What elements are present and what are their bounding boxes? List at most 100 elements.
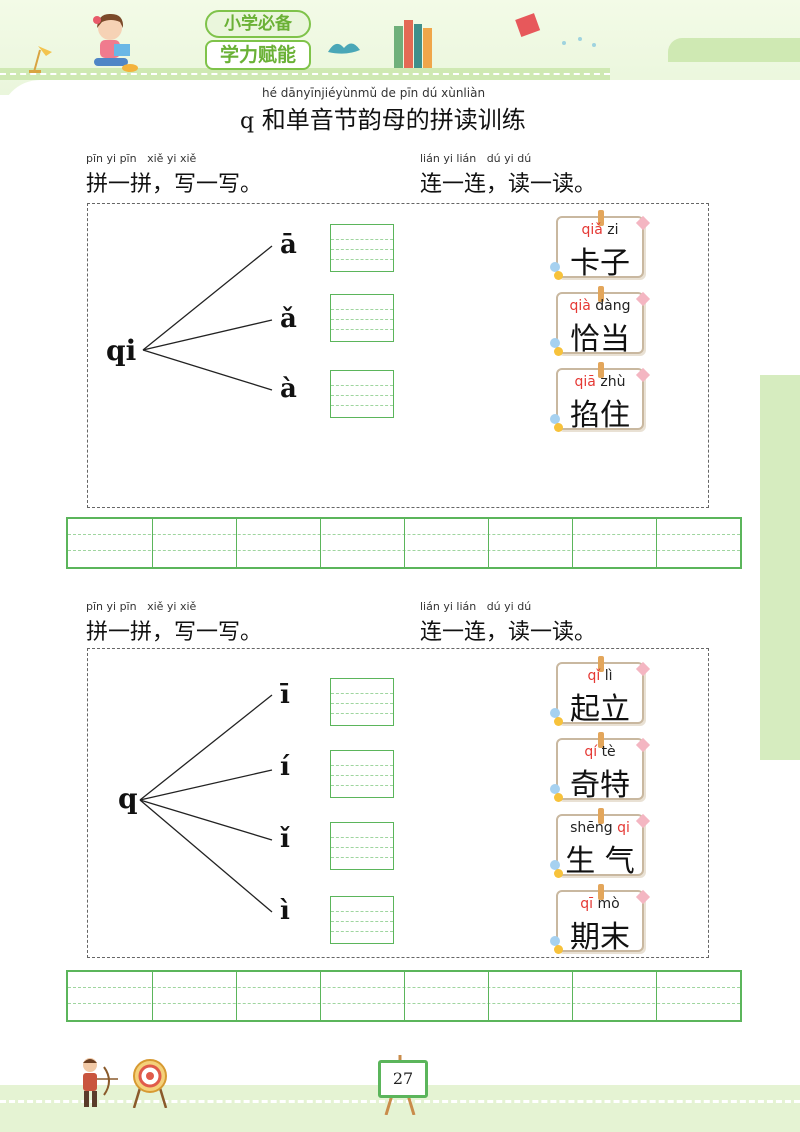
section2-write-box-4[interactable] (330, 896, 394, 944)
card-pinyin: shēng qi (558, 820, 642, 836)
badge-bottom: 学力赋能 (205, 40, 311, 70)
page-title: q 和单音节韵母的拼读训练 (240, 100, 526, 135)
side-tab-decoration (668, 38, 800, 62)
archer-illustration (70, 1055, 120, 1111)
section2-write-box-2[interactable] (330, 750, 394, 798)
section2-word-card-4[interactable]: qī mò 期末 (550, 884, 651, 955)
section2-write-box-3[interactable] (330, 822, 394, 870)
title-text: 和单音节韵母的拼读训练 (261, 106, 526, 134)
section2-writing-strip[interactable] (66, 970, 742, 1022)
desk-lamp-illustration (28, 42, 58, 74)
section2-write-box-1[interactable] (330, 678, 394, 726)
section1-word-card-2[interactable]: qià dàng 恰当 (550, 286, 651, 357)
footer-road-dash (0, 1100, 800, 1103)
section1-initial: qi (106, 334, 137, 367)
dot-icon (554, 869, 563, 878)
section2-right-label: 连一连，读一读。 (420, 620, 597, 645)
flower-icon (550, 338, 560, 348)
flower-icon (550, 860, 560, 870)
badge-bottom-text: 学力赋能 (219, 44, 296, 66)
section1-right-pinyin: lián yi lián dú yi dú (420, 152, 532, 165)
flying-book-illustration (514, 12, 544, 42)
clip-icon (598, 808, 604, 824)
section2-vowel-1: ī (280, 680, 290, 710)
dot-icon (554, 271, 563, 280)
dot-icon (554, 945, 563, 954)
card-hanzi: 奇特 (570, 768, 630, 803)
clip-icon (598, 732, 604, 748)
card-pinyin-red: qí (584, 744, 598, 760)
flower-icon (550, 784, 560, 794)
side-bar-decoration (760, 375, 800, 760)
card-pinyin-black: shēng (570, 820, 613, 836)
section2-exercise-box (87, 648, 709, 958)
flower-icon (550, 708, 560, 718)
card-pinyin-red: qi (617, 820, 630, 836)
section1-left-pinyin: pīn yi pīn xiě yi xiě (86, 152, 197, 165)
card-pinyin-red: qī (580, 896, 594, 912)
target-illustration (130, 1058, 170, 1109)
section2-vowel-3: ǐ (280, 824, 290, 854)
card-pinyin: qī mò (558, 896, 642, 912)
card-pinyin-black: lì (604, 668, 613, 684)
card-hanzi: 掐住 (570, 398, 630, 433)
section1-writing-strip[interactable] (66, 517, 742, 569)
dot-icon (554, 347, 563, 356)
section1-right-label: 连一连，读一读。 (420, 172, 597, 197)
girl-reading-illustration (86, 10, 146, 76)
card-pinyin: qiā zhù (558, 374, 642, 390)
header-road-dash (0, 73, 610, 75)
card-hanzi: 卡子 (570, 246, 630, 281)
card-pinyin-red: qiā (574, 374, 596, 390)
section2-left-pinyin: pīn yi pīn xiě yi xiě (86, 600, 197, 613)
card-hanzi: 生 气 (565, 844, 635, 879)
card-pinyin-red: qǐ (587, 668, 601, 684)
section2-initial: q (118, 782, 138, 815)
badge-top: 小学必备 (205, 10, 311, 38)
clip-icon (598, 286, 604, 302)
flower-icon (550, 936, 560, 946)
section1-write-box-1[interactable] (330, 224, 394, 272)
section1-left-label: 拼一拼，写一写。 (86, 172, 263, 197)
dot-icon (554, 423, 563, 432)
section1-vowel-1: ā (280, 230, 297, 260)
section1-vowel-3: à (280, 374, 297, 404)
sparkle-decoration (560, 34, 600, 48)
clip-icon (598, 656, 604, 672)
card-pinyin: qià dàng (558, 298, 642, 314)
dot-icon (554, 793, 563, 802)
card-pinyin-black: dàng (595, 298, 631, 314)
card-hanzi: 期末 (570, 920, 630, 955)
bird-illustration (326, 36, 362, 56)
title-pinyin: hé dānyīnjiéyùnmǔ de pīn dú xùnliàn (262, 86, 486, 100)
card-pinyin-red: qiǎ (581, 222, 603, 238)
section1-write-box-3[interactable] (330, 370, 394, 418)
badge-top-text: 小学必备 (224, 14, 292, 34)
section1-word-card-3[interactable]: qiā zhù 掐住 (550, 362, 651, 433)
card-hanzi: 起立 (570, 692, 630, 727)
card-pinyin: qǐ lì (558, 668, 642, 684)
card-pinyin-black: zhù (600, 374, 626, 390)
clip-icon (598, 884, 604, 900)
clip-icon (598, 362, 604, 378)
section2-right-pinyin: lián yi lián dú yi dú (420, 600, 532, 613)
section1-vowel-2: ǎ (280, 304, 297, 334)
section2-vowel-2: í (280, 752, 290, 782)
card-pinyin: qiǎ zi (558, 222, 642, 238)
section2-word-card-3[interactable]: shēng qi 生 气 (550, 808, 651, 879)
section1-write-box-2[interactable] (330, 294, 394, 342)
dot-icon (554, 717, 563, 726)
card-pinyin: qí tè (558, 744, 642, 760)
flower-icon (550, 262, 560, 272)
flower-icon (550, 414, 560, 424)
section2-word-card-1[interactable]: qǐ lì 起立 (550, 656, 651, 727)
card-pinyin-black: tè (601, 744, 616, 760)
section1-exercise-box (87, 203, 709, 508)
section2-vowel-4: ì (280, 896, 290, 926)
card-hanzi: 恰当 (570, 322, 630, 357)
books-illustration (392, 18, 438, 68)
page-curve (0, 80, 800, 120)
section1-word-card-1[interactable]: qiǎ zi 卡子 (550, 210, 651, 281)
section2-word-card-2[interactable]: qí tè 奇特 (550, 732, 651, 803)
